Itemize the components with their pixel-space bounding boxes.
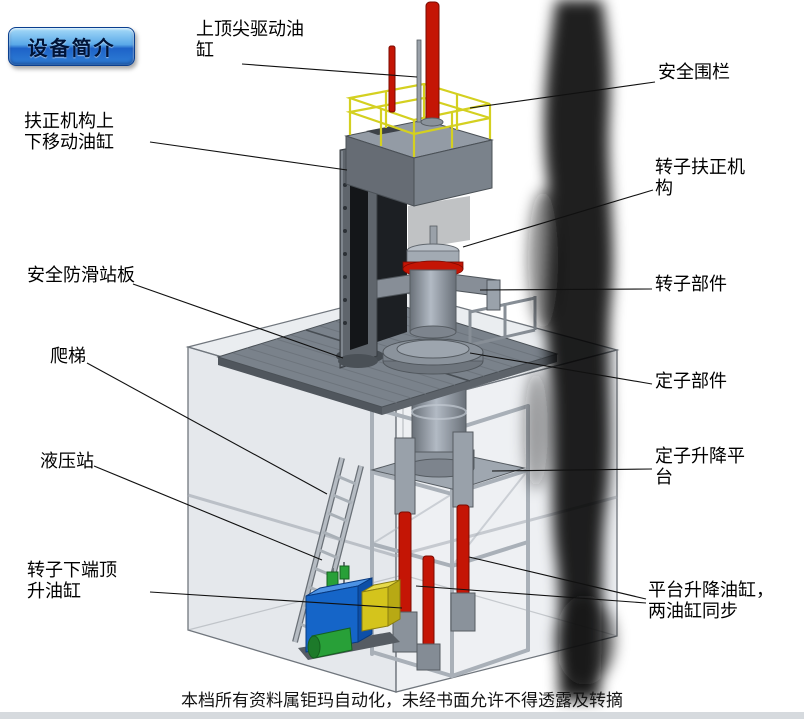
cylinder-housing-right [452, 431, 474, 508]
label-stator-part: 定子部件 [655, 371, 727, 391]
label-antislip-plate: 安全防滑站板 [27, 265, 135, 285]
rotor-base-flange [382, 338, 484, 375]
leader-safety-fence [469, 81, 656, 109]
lift-rod-right [456, 504, 470, 596]
lift-rod-left [398, 511, 412, 615]
leader-centering-cylinder [149, 141, 348, 171]
leader-stator-part [469, 352, 653, 385]
rod-base-center [416, 643, 441, 671]
rod-base-right [450, 592, 476, 632]
rotor-assembly-graphic [376, 225, 501, 339]
label-hydraulic-station: 液压站 [40, 451, 94, 471]
hydraulic-station-graphic [298, 562, 401, 660]
safety-railing-graphic [345, 82, 492, 157]
bottom-strip [0, 712, 804, 719]
leader-ladder [86, 362, 328, 495]
lift-cylinders [398, 504, 470, 647]
leader-rotor-part [479, 288, 653, 291]
top-drive-cylinder-graphic [388, 1, 444, 127]
leader-rotor-jack [149, 591, 403, 609]
leader-stator-platform [491, 468, 653, 472]
leader-top-cylinder [241, 63, 418, 78]
guide-rod [416, 39, 422, 123]
leader-platform-cyl-1 [468, 556, 647, 600]
leader-platform-cyl-2 [415, 585, 647, 604]
leader-lines [86, 63, 656, 609]
label-ladder: 爬梯 [50, 346, 86, 366]
copyright-footer: 本档所有资料属钜玛自动化，未经书面允许不得透露及转摘 [181, 691, 623, 710]
head-box [344, 119, 494, 207]
label-rotor-part: 转子部件 [655, 274, 727, 294]
leader-hydraulic-station [93, 465, 323, 561]
label-centering-cylinder: 扶正机构上下移动油缸 [24, 111, 114, 153]
title-badge: 设备简介 [8, 27, 135, 66]
platform-deck [216, 302, 559, 415]
cylinder-housing-left [394, 437, 416, 515]
rotor-jack-rod [422, 555, 435, 647]
label-rotor-centering-mechanism: 转子扶正机构 [655, 157, 745, 199]
label-safety-fence: 安全围栏 [658, 62, 730, 82]
label-stator-lift-platform: 定子升降平台 [655, 446, 745, 488]
label-top-drive-cylinder: 上顶尖驱动油缸 [196, 19, 304, 61]
label-rotor-jack-cylinder: 转子下端顶升油缸 [27, 560, 117, 602]
leader-antislip-plate [132, 283, 344, 359]
label-platform-lift-cylinders: 平台升降油缸，两油缸同步 [648, 580, 774, 622]
leader-rotor-centering [462, 189, 654, 248]
